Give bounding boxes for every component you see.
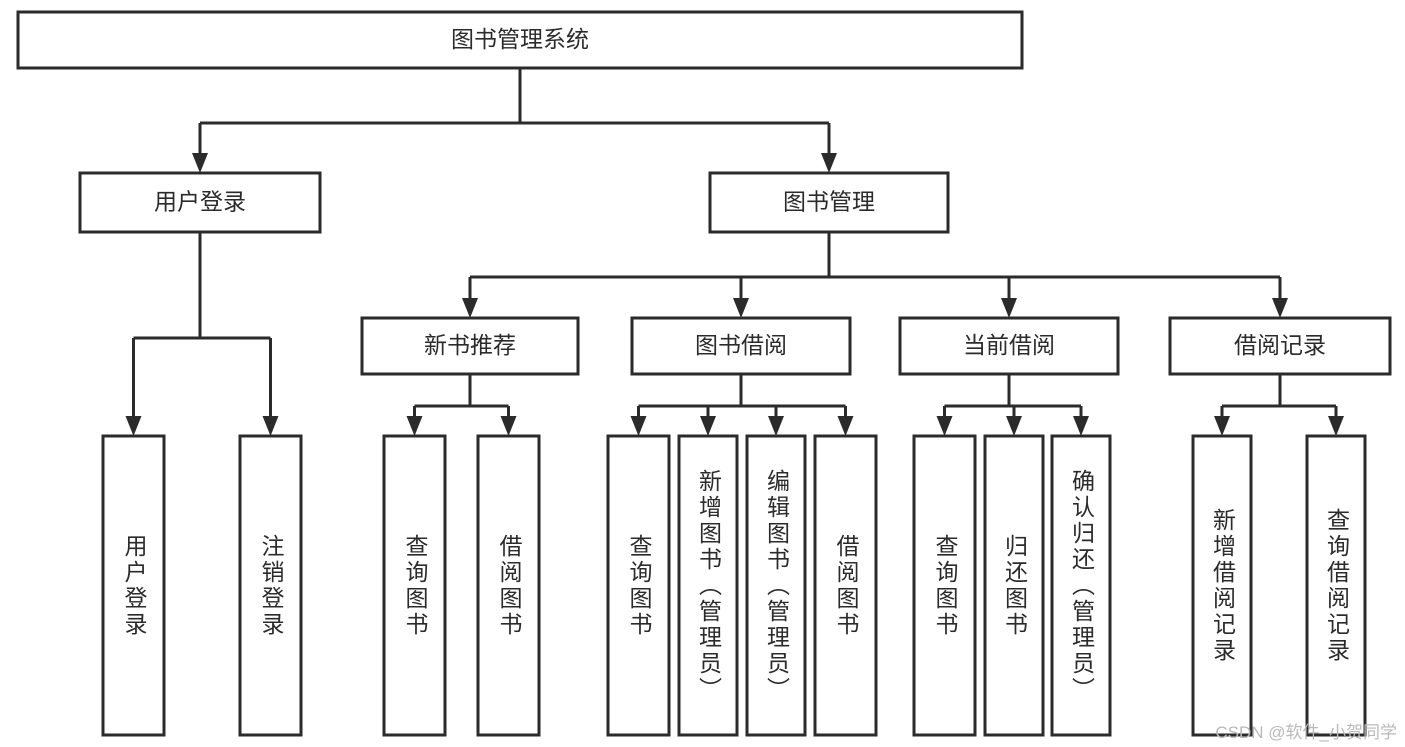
- node-box-leaf-add-record[interactable]: [1191, 434, 1253, 737]
- node-leaf-borrow-book-rec[interactable]: [476, 434, 541, 737]
- node-box-leaf-confirm-return[interactable]: [1050, 434, 1112, 737]
- node-box-leaf-query-book-cur[interactable]: [912, 434, 977, 737]
- node-label-root: 图书管理系统: [451, 26, 589, 52]
- node-leaf-logout[interactable]: [238, 434, 303, 737]
- node-leaf-borrow-book[interactable]: [813, 434, 878, 737]
- node-box-leaf-add-book[interactable]: [677, 434, 739, 737]
- node-leaf-query-book-borrow[interactable]: [606, 434, 671, 737]
- node-book-borrow[interactable]: 图书借阅: [630, 316, 852, 376]
- node-label-book-manage: 图书管理: [783, 189, 875, 215]
- node-box-leaf-query-record[interactable]: [1305, 434, 1367, 737]
- node-leaf-add-book[interactable]: [677, 434, 739, 737]
- node-new-book-rec[interactable]: 新书推荐: [360, 316, 580, 376]
- node-leaf-add-record[interactable]: [1191, 434, 1253, 737]
- node-leaf-return-book[interactable]: [983, 434, 1045, 737]
- node-leaf-edit-book[interactable]: [745, 434, 807, 737]
- node-box-leaf-logout[interactable]: [238, 434, 303, 737]
- node-borrow-record[interactable]: 借阅记录: [1168, 316, 1392, 376]
- node-box-leaf-query-book-rec[interactable]: [382, 434, 447, 737]
- node-label-book-borrow: 图书借阅: [695, 332, 787, 358]
- node-book-manage[interactable]: 图书管理: [708, 171, 950, 234]
- node-box-book-borrow[interactable]: [630, 316, 852, 376]
- node-leaf-query-book-cur[interactable]: [912, 434, 977, 737]
- node-label-new-book-rec: 新书推荐: [424, 332, 516, 358]
- node-leaf-user-login[interactable]: [101, 434, 166, 737]
- node-box-borrow-record[interactable]: [1168, 316, 1392, 376]
- node-box-user-login[interactable]: [78, 171, 322, 234]
- node-root[interactable]: 图书管理系统: [16, 10, 1024, 70]
- node-box-leaf-return-book[interactable]: [983, 434, 1045, 737]
- node-box-leaf-edit-book[interactable]: [745, 434, 807, 737]
- node-user-login[interactable]: 用户登录: [78, 171, 322, 234]
- node-leaf-confirm-return[interactable]: [1050, 434, 1112, 737]
- watermark-text: CSDN @软件_小贺同学: [1215, 723, 1397, 742]
- node-box-leaf-borrow-book-rec[interactable]: [476, 434, 541, 737]
- node-leaf-query-record[interactable]: [1305, 434, 1367, 737]
- node-label-user-login: 用户登录: [154, 189, 246, 215]
- node-label-current-borrow: 当前借阅: [963, 332, 1055, 358]
- node-box-current-borrow[interactable]: [898, 316, 1120, 376]
- node-box-root[interactable]: [16, 10, 1024, 70]
- node-box-book-manage[interactable]: [708, 171, 950, 234]
- node-box-leaf-query-book-borrow[interactable]: [606, 434, 671, 737]
- node-box-new-book-rec[interactable]: [360, 316, 580, 376]
- node-current-borrow[interactable]: 当前借阅: [898, 316, 1120, 376]
- node-leaf-query-book-rec[interactable]: [382, 434, 447, 737]
- node-box-leaf-borrow-book[interactable]: [813, 434, 878, 737]
- node-box-leaf-user-login[interactable]: [101, 434, 166, 737]
- connector-layer: [125, 68, 1344, 436]
- node-label-borrow-record: 借阅记录: [1234, 332, 1326, 358]
